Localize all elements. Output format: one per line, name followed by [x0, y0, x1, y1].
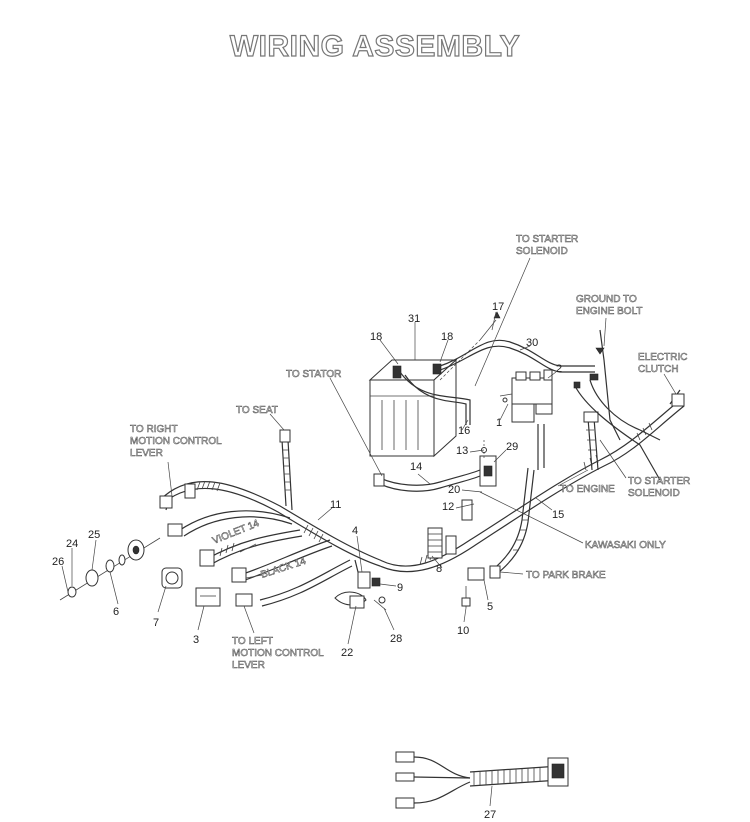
- callout: 1: [496, 417, 502, 429]
- main-harness: [159, 399, 681, 567]
- label-to-starter-solenoid-top-1: TO STARTER: [516, 234, 578, 245]
- label-to-engine: TO ENGINE: [560, 484, 615, 495]
- callout: 24: [66, 538, 78, 550]
- callout: 15: [552, 509, 564, 521]
- sub-harness-27: [395, 751, 569, 809]
- leader-lines: [61, 257, 677, 645]
- key-switch: [479, 455, 497, 487]
- label-electric-clutch-2: CLUTCH: [638, 364, 679, 375]
- harness-ribs: [196, 422, 653, 566]
- connector-bundle: [427, 499, 473, 559]
- callout-numbers: 17 31 18 18 30 2 1 16 13 29 14 20 12 15 …: [52, 301, 564, 821]
- callout: 11: [330, 499, 341, 511]
- label-to-left-lever-1: TO LEFT: [232, 636, 273, 647]
- callout: 7: [153, 617, 159, 629]
- label-to-right-lever-1: TO RIGHT: [130, 424, 178, 435]
- callout: 12: [442, 501, 454, 513]
- callout: 4: [352, 525, 358, 537]
- relay-block: [511, 369, 553, 423]
- label-to-right-lever-3: LEVER: [130, 448, 163, 459]
- callout: 16: [458, 425, 470, 437]
- callout: 13: [456, 445, 468, 457]
- callout: 27: [484, 809, 496, 821]
- callout: 31: [408, 313, 420, 325]
- label-to-starter-solenoid-right-1: TO STARTER: [628, 476, 690, 487]
- callout: 17: [492, 301, 504, 313]
- callout: 8: [436, 563, 442, 575]
- callout: 29: [506, 441, 518, 453]
- callout: 26: [52, 556, 64, 568]
- label-to-starter-solenoid-right-2: SOLENOID: [628, 488, 680, 499]
- battery-cable-red: [439, 345, 595, 373]
- label-to-right-lever-2: MOTION CONTROL: [130, 436, 222, 447]
- label-ground-1: GROUND TO: [576, 294, 637, 305]
- callout: 10: [457, 625, 469, 637]
- ignition-switch-assembly: [59, 537, 161, 601]
- label-to-stator: TO STATOR: [286, 369, 341, 380]
- callout: 22: [341, 647, 353, 659]
- callout: 25: [88, 529, 100, 541]
- battery-cable: [399, 371, 471, 425]
- label-ground-2: ENGINE BOLT: [576, 306, 643, 317]
- label-kawasaki-only: KAWASAKI ONLY: [585, 540, 666, 551]
- callout: 9: [397, 582, 403, 594]
- callout: 18: [370, 331, 382, 343]
- page-title: WIRING ASSEMBLY: [229, 29, 521, 63]
- label-to-left-lever-3: LEVER: [232, 660, 265, 671]
- label-to-park-brake: TO PARK BRAKE: [526, 570, 606, 581]
- callout: 3: [193, 634, 199, 646]
- callout: 20: [448, 484, 460, 496]
- label-to-starter-solenoid-top-2: SOLENOID: [516, 246, 568, 257]
- label-to-left-lever-2: MOTION CONTROL: [232, 648, 324, 659]
- label-violet: VIOLET 14: [211, 518, 261, 547]
- battery: [368, 358, 458, 458]
- label-electric-clutch-1: ELECTRIC: [638, 352, 687, 363]
- callout: 6: [113, 606, 119, 618]
- callout: 28: [390, 633, 402, 645]
- callout: 5: [487, 601, 493, 613]
- callout: 18: [441, 331, 453, 343]
- callout: 14: [410, 461, 422, 473]
- label-black: BLACK 14: [260, 556, 308, 581]
- callout: 30: [526, 337, 538, 349]
- callout: 2: [556, 363, 562, 375]
- label-to-seat: TO SEAT: [236, 405, 278, 416]
